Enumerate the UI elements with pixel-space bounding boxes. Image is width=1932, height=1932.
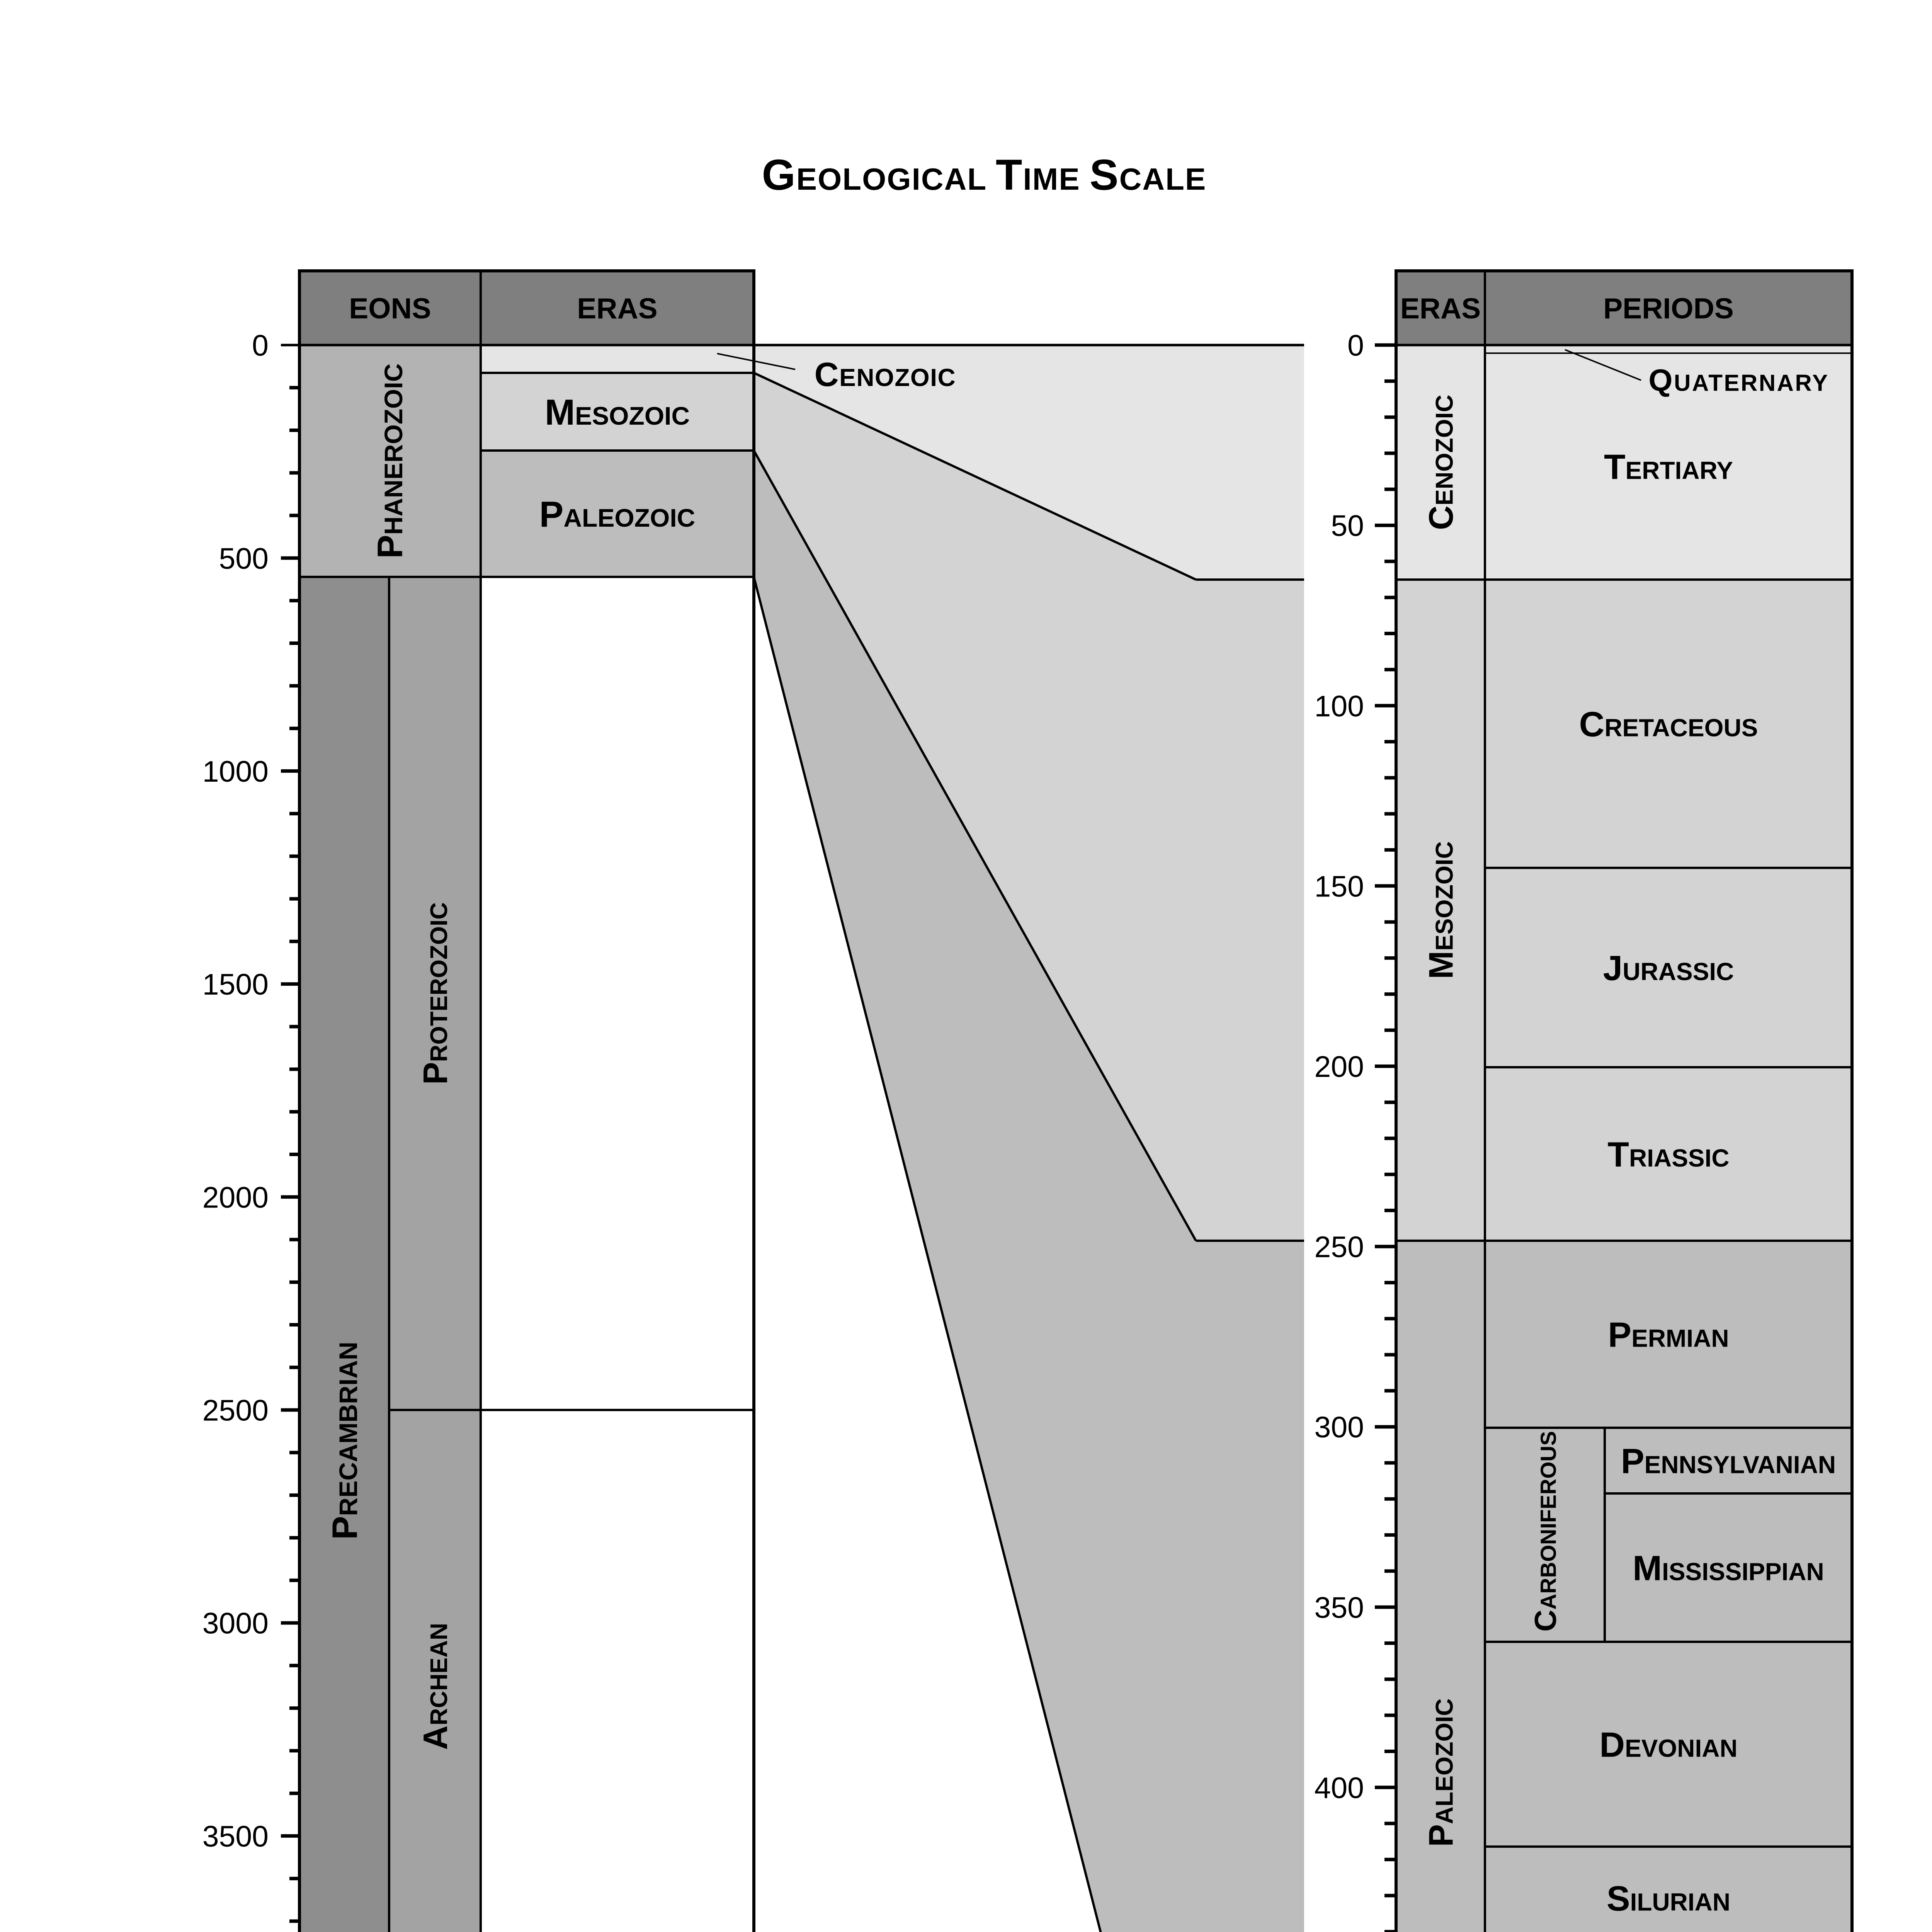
svg-text:3000: 3000 [202,1607,269,1640]
svg-text:MESOZOIC: MESOZOIC [545,392,690,432]
svg-text:400: 400 [1315,1771,1364,1804]
svg-text:CRETACEOUS: CRETACEOUS [1579,705,1758,744]
svg-text:3500: 3500 [202,1820,269,1853]
svg-text:0: 0 [252,329,269,362]
svg-text:ERAS: ERAS [577,292,657,325]
svg-text:50: 50 [1331,509,1364,543]
svg-text:TRIASSIC: TRIASSIC [1607,1135,1729,1174]
svg-text:500: 500 [219,542,269,575]
svg-text:300: 300 [1315,1411,1364,1444]
svg-text:1000: 1000 [202,755,269,788]
svg-text:PERIODS: PERIODS [1603,292,1734,325]
svg-text:CENOZOIC: CENOZOIC [1422,395,1460,530]
svg-text:350: 350 [1315,1591,1364,1624]
svg-text:0: 0 [1347,329,1364,362]
svg-text:JURASSIC: JURASSIC [1603,949,1734,988]
svg-text:MESOZOIC: MESOZOIC [1422,841,1460,979]
svg-text:PERMIAN: PERMIAN [1608,1316,1729,1355]
svg-text:200: 200 [1315,1050,1364,1083]
svg-text:ERAS: ERAS [1400,292,1481,325]
svg-text:PHANEROZOIC: PHANEROZOIC [371,363,410,558]
svg-text:CENOZOIC: CENOZOIC [815,356,956,393]
svg-text:2000: 2000 [202,1181,269,1214]
svg-text:CARBONIFEROUS: CARBONIFEROUS [1528,1431,1562,1631]
svg-text:PRECAMBRIAN: PRECAMBRIAN [325,1342,365,1539]
svg-text:150: 150 [1315,870,1364,903]
svg-text:MISSISSIPPIAN: MISSISSIPPIAN [1633,1549,1824,1588]
svg-text:2500: 2500 [202,1394,269,1427]
svg-text:PENNSYLVANIAN: PENNSYLVANIAN [1621,1442,1836,1481]
svg-text:PALEOZOIC: PALEOZOIC [1422,1698,1460,1847]
svg-text:QUATERNARY: QUATERNARY [1648,363,1829,398]
svg-text:SILURIAN: SILURIAN [1607,1879,1730,1918]
svg-text:DEVONIAN: DEVONIAN [1599,1726,1737,1765]
svg-text:PROTEROZOIC: PROTEROZOIC [416,902,454,1085]
svg-text:1500: 1500 [202,968,269,1001]
svg-text:EONS: EONS [349,292,431,325]
svg-text:GEOLOGICAL TIME SCALE: GEOLOGICAL TIME SCALE [762,151,1207,199]
svg-text:250: 250 [1315,1231,1364,1264]
svg-text:TERTIARY: TERTIARY [1604,448,1733,487]
svg-text:100: 100 [1315,690,1364,723]
svg-text:ARCHEAN: ARCHEAN [416,1623,454,1750]
svg-text:PALEOZOIC: PALEOZOIC [539,494,696,534]
